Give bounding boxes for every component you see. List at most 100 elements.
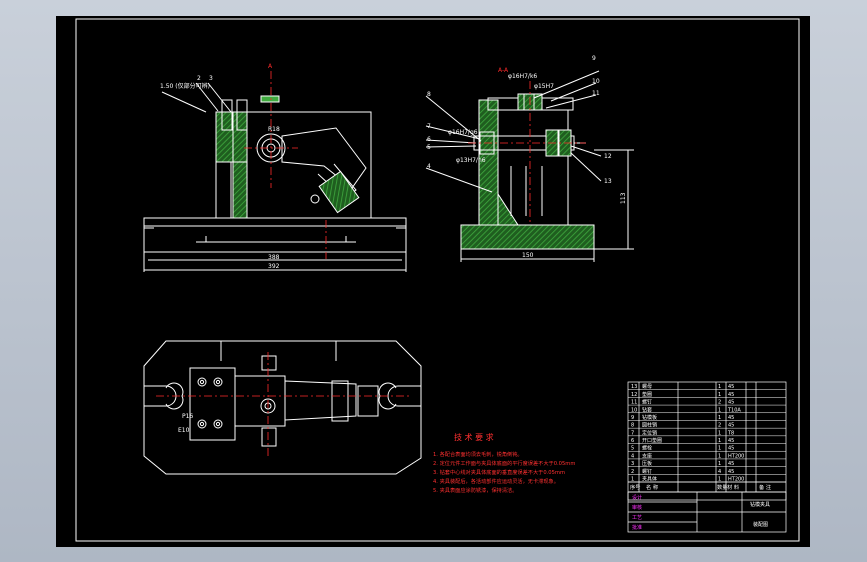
tech-requirements: 技 术 要 求 1. 各配合表面均须去毛刺，锐角倒钝。 2. 定位元件工作面与夹… xyxy=(433,432,575,494)
bom-cell: 10 xyxy=(631,407,637,413)
top-centerlines xyxy=(156,352,412,456)
drawing-name: 钻模夹具 xyxy=(750,501,770,508)
bom-cell: 9 xyxy=(631,415,634,421)
bom-cell: 45 xyxy=(728,423,734,429)
bom-cell: T10A xyxy=(727,407,741,413)
front-centerlines xyxy=(244,71,327,259)
cad-drawing: 1.50 (仅部分可辨) 2 3 R18 A 388 392 xyxy=(75,18,800,542)
bom-cell: 45 xyxy=(728,461,734,467)
bom-cell: 8 xyxy=(631,423,634,429)
callout-text: 1.50 (仅部分可辨) xyxy=(160,82,210,90)
bom-cell: 6 xyxy=(631,438,634,444)
bom-cell: 4 xyxy=(631,453,634,459)
bom-header-note: 备 注 xyxy=(759,483,771,491)
bom-cell: 夹具体 xyxy=(642,476,657,483)
top-view-labels: P16 E10 xyxy=(178,413,193,434)
bom-cell: 12 xyxy=(631,392,637,398)
bom-cell: 45 xyxy=(728,384,734,390)
bom-cell: 1 xyxy=(718,461,721,467)
dim-150: 150 xyxy=(522,252,534,259)
bom-cell: 1 xyxy=(718,477,721,483)
callout-9: 9 xyxy=(592,55,596,62)
bom-cell: 螺钉 xyxy=(642,399,652,406)
callout-5: 5 xyxy=(427,144,431,151)
callout-7: 7 xyxy=(427,123,431,130)
bom-cell: 开口垫圈 xyxy=(642,437,662,444)
bom-cell: 4 xyxy=(718,469,721,475)
bom-cell: 垫圈 xyxy=(642,391,652,398)
callout-12: 12 xyxy=(604,153,612,160)
label-e10: E10 xyxy=(178,427,190,434)
bom-header-name: 名 称 xyxy=(646,483,658,491)
bom-cell: 螺钉 xyxy=(642,468,652,475)
bom-cell: T8 xyxy=(727,430,734,436)
section-title: A-A xyxy=(498,67,509,74)
tb-row-4: 批准 xyxy=(632,524,642,531)
bom-cell: 2 xyxy=(718,423,721,429)
bom-cell: 螺母 xyxy=(642,383,652,390)
side-view-labels: A-A φ16H7/k6 φ15H7 φ16H7/g6 φ13H7/n6 8 7… xyxy=(427,55,627,259)
tech-item-3: 3. 钻套中心线对夹具体底面的垂直度误差不大于0.05mm xyxy=(433,468,565,476)
callout-8: 8 xyxy=(427,91,431,98)
tb-row-2: 审核 xyxy=(632,504,642,511)
bom-cell: HT200 xyxy=(728,477,744,483)
bom-cell: 1 xyxy=(718,446,721,452)
bom-cell: 45 xyxy=(728,469,734,475)
side-view xyxy=(425,70,634,262)
bom-cell: 螺栓 xyxy=(642,445,652,452)
bom-cell: 45 xyxy=(728,438,734,444)
callout-2: 2 xyxy=(197,75,201,82)
bom-cell: 11 xyxy=(631,400,637,406)
callout-4: 4 xyxy=(427,163,431,170)
bom-cell: 1 xyxy=(718,384,721,390)
bom-cell: 支座 xyxy=(642,452,652,459)
bom-cell: 钻套 xyxy=(642,406,652,413)
drawing-no: 装配图 xyxy=(753,521,768,528)
bom-cell: 3 xyxy=(631,461,634,467)
bom-cell: 钻模板 xyxy=(642,414,657,421)
tech-item-4: 4. 夹具装配后，各活动部件应运动灵活，无卡滞现象。 xyxy=(433,477,559,485)
bom-cell: 7 xyxy=(631,430,634,436)
bom-cell: 圆柱销 xyxy=(642,422,657,429)
bom-cell: 45 xyxy=(728,446,734,452)
callout-3: 3 xyxy=(209,75,213,82)
fit-1: φ16H7/k6 xyxy=(508,73,537,80)
bom-cell: 1 xyxy=(718,415,721,421)
radius-label: R18 xyxy=(268,126,280,133)
callout-11: 11 xyxy=(592,90,600,97)
section-mark: A xyxy=(268,63,273,70)
callout-6: 6 xyxy=(427,136,431,143)
bom-cell: HT200 xyxy=(728,453,744,459)
bom-cell: 5 xyxy=(631,446,634,452)
bom-cell: 45 xyxy=(728,392,734,398)
dim-392: 392 xyxy=(268,263,280,270)
label-p16: P16 xyxy=(182,413,193,420)
bom-cell: 45 xyxy=(728,400,734,406)
bom-cell: 2 xyxy=(718,400,721,406)
tech-title: 技 术 要 求 xyxy=(454,432,494,442)
bom-header-qty: 数量 xyxy=(717,483,727,491)
tech-item-5: 5. 夹具表面应涂防锈漆，保持清洁。 xyxy=(433,486,517,494)
bom-header-no: 序号 xyxy=(630,483,640,491)
fit-4: φ13H7/n6 xyxy=(456,157,486,164)
callout-13: 13 xyxy=(604,178,612,185)
side-centerlines xyxy=(468,81,586,225)
bom-cell: 45 xyxy=(728,415,734,421)
bom-header-mat: 材 料 xyxy=(727,483,739,491)
bom-cell: 13 xyxy=(631,384,637,390)
dim-388: 388 xyxy=(268,254,280,261)
tb-row-3: 工艺 xyxy=(632,515,642,521)
front-view-labels: 1.50 (仅部分可辨) 2 3 R18 A 388 392 xyxy=(160,63,280,270)
dim-113: 113 xyxy=(620,192,627,204)
drawing-sheet: 1.50 (仅部分可辨) 2 3 R18 A 388 392 xyxy=(56,16,810,547)
tech-item-1: 1. 各配合表面均须去毛刺，锐角倒钝。 xyxy=(433,450,523,458)
bom-cell: 压板 xyxy=(642,460,652,467)
bom-cell: 1 xyxy=(718,453,721,459)
bom-cell: 定位销 xyxy=(642,429,657,436)
bom-cell: 1 xyxy=(718,392,721,398)
top-view xyxy=(143,340,422,475)
fit-2: φ15H7 xyxy=(534,83,554,90)
tech-item-2: 2. 定位元件工作面与夹具体底面的平行度误差不大于0.05mm xyxy=(433,459,575,467)
front-view xyxy=(143,82,407,272)
